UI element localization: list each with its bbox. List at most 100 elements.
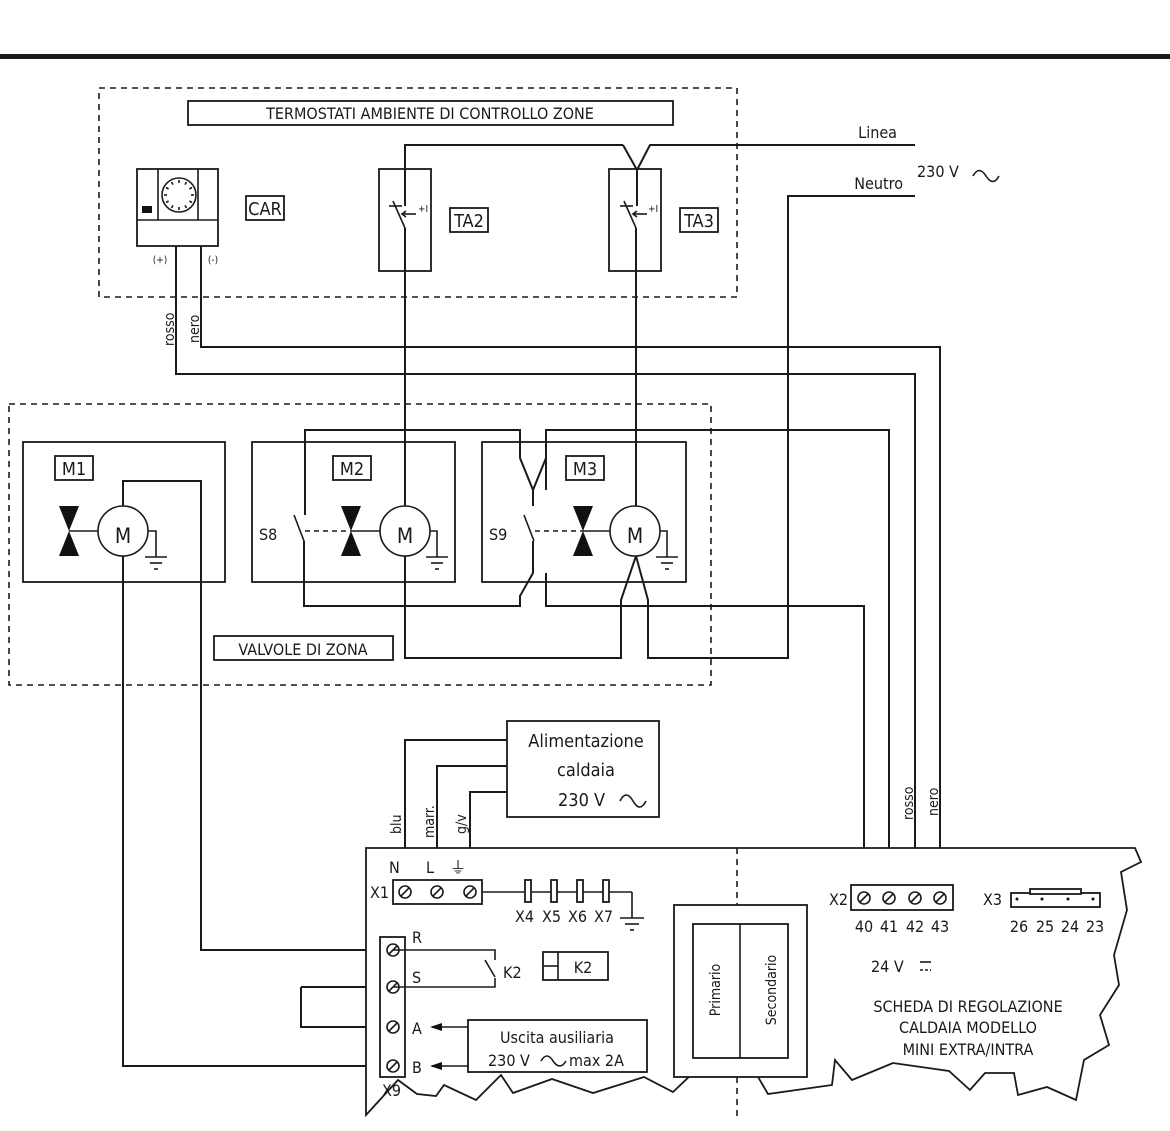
m1-wire-b (122, 556, 393, 1067)
s9-switch-icon (523, 514, 535, 542)
transformer: Primario Secondario (673, 904, 808, 1078)
x9-terminal-r: R (412, 928, 422, 947)
arrow-b-icon (430, 1062, 442, 1070)
fuse-x6 (576, 879, 584, 903)
car-minus-terminal: (-) (208, 255, 218, 266)
ground-icon (426, 556, 448, 570)
dial-tick (188, 200, 193, 204)
top-border-rule (0, 54, 1170, 59)
neutral-label: Neutro (854, 174, 903, 193)
aux-output-voltage: 230 V (488, 1051, 530, 1070)
x3-label: X3 (983, 890, 1002, 909)
x3-terminal-23: 23 (1086, 917, 1104, 936)
m1-wire-r (122, 480, 393, 951)
fuse-label-x7: X7 (594, 907, 613, 926)
valves-title: VALVOLE DI ZONA (238, 640, 367, 659)
boiler-supply-box: Alimentazione caldaia 230 V (506, 720, 660, 818)
line-label: Linea (858, 123, 897, 142)
car-label-box (245, 195, 285, 221)
fuse-label-x4: X4 (515, 907, 534, 926)
thermostats-title: TERMOSTATI AMBIENTE DI CONTROLLO ZONE (265, 104, 594, 123)
valve-m3: M3 M S9 (481, 441, 687, 583)
aux-output-box (467, 1019, 648, 1073)
valves-group: M1 M M2 M S8 M3 (8, 403, 712, 686)
screw-slot (910, 893, 920, 903)
screw-slot (884, 893, 894, 903)
motor-m2-letter: M (397, 524, 413, 548)
blue-wire (404, 739, 507, 885)
mains-voltage-label: 230 V (917, 162, 959, 181)
dial-tick (188, 186, 193, 190)
ground-icon (620, 917, 644, 931)
valve-m3-label: M3 (573, 459, 597, 480)
neutral-wire (635, 195, 915, 659)
connector-x3: X3 26 25 24 23 (983, 888, 1104, 936)
dial-tick (184, 204, 188, 209)
terminal-block-x2: X2 40 41 42 43 (829, 884, 954, 936)
wire-label-rosso: rosso (162, 312, 178, 346)
dial-tick (170, 181, 174, 186)
control-board: X1 N L ⏚ X4 X5 X6 X7 R S A (365, 847, 1143, 1120)
x1-terminal-ground: ⏚ (450, 858, 466, 877)
x1-label: X1 (370, 883, 389, 902)
ta2-switch-mark: +I (418, 204, 428, 215)
ac-symbol-icon (972, 169, 1000, 183)
clock-dial-icon (161, 177, 197, 213)
board-title-line2: CALDAIA MODELLO (899, 1018, 1037, 1037)
screw-terminal-icon (463, 885, 477, 899)
board-title-line3: MINI EXTRA/INTRA (903, 1040, 1034, 1059)
k2-contact-icon (484, 959, 496, 978)
ta2-thermostat: +I TA2 (378, 168, 489, 272)
car-chrono-thermostat: CAR (+) (-) (136, 168, 285, 266)
brown-wire (436, 765, 507, 885)
valves-dashed-boundary (8, 403, 712, 686)
s8-switch-icon (293, 514, 305, 542)
car-red-wire (175, 246, 916, 885)
ac-symbol-icon (540, 1055, 567, 1067)
dial-tick (184, 181, 188, 186)
switch-s8-label: S8 (259, 525, 277, 544)
fuse-x7 (602, 879, 610, 903)
fuse-x4 (524, 879, 532, 903)
wire-label-blu: blu (389, 815, 405, 834)
mains-supply: Linea Neutro 230 V (854, 123, 1000, 193)
ta2-label: TA2 (453, 211, 484, 232)
board-title-line1: SCHEDA DI REGOLAZIONE (873, 997, 1062, 1016)
s8-s9-wire-upper (304, 429, 534, 515)
x1-terminal-n: N (389, 858, 400, 877)
fuse-label-x6: X6 (568, 907, 587, 926)
dial-tick (165, 186, 170, 190)
screw-slot (388, 1022, 398, 1032)
thermostats-dashed-boundary (98, 87, 738, 298)
boiler-supply-line1: Alimentazione (528, 731, 644, 752)
motor-m1-letter: M (115, 524, 131, 548)
wire-label-rosso-board: rosso (901, 786, 917, 820)
arrow-a-icon (430, 1023, 442, 1031)
x2-terminal-43: 43 (931, 917, 949, 936)
transformer-secondary: Secondario (764, 954, 780, 1025)
screw-slot (935, 893, 945, 903)
screw-slot (388, 1061, 398, 1071)
screw-slot (859, 893, 869, 903)
screw-terminal-icon (857, 891, 871, 905)
wires (122, 144, 941, 1067)
car-label: CAR (248, 199, 282, 220)
screw-terminal-icon (882, 891, 896, 905)
s9-to-x2-40 (545, 573, 865, 885)
terminal-block-x9: R S A B X9 K2 K2 Uscita ausiliaria 230 V… (379, 928, 648, 1100)
x9-terminal-b: B (412, 1058, 422, 1077)
transformer-primary: Primario (708, 964, 724, 1017)
valves-title-box (213, 635, 394, 661)
dial-tick (165, 200, 170, 204)
car-plus-terminal: (+) (153, 255, 168, 266)
switch-s9-label: S9 (489, 525, 507, 544)
x3-terminal-25: 25 (1036, 917, 1054, 936)
screw-terminal-icon (933, 891, 947, 905)
screw-terminal-icon (908, 891, 922, 905)
line-wire (636, 144, 915, 171)
x9-terminal-s: S (412, 968, 421, 987)
dc-symbol-icon (920, 961, 931, 971)
screw-terminal-icon (430, 885, 444, 899)
screw-terminal-icon (386, 1059, 400, 1073)
